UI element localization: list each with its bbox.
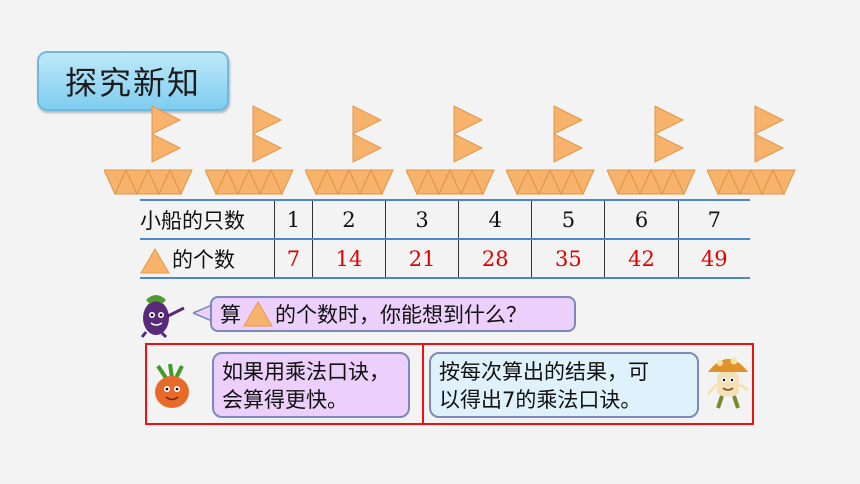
- triangle-piece: [671, 169, 696, 196]
- triangle-piece: [772, 169, 796, 196]
- triangle-piece: [151, 133, 182, 163]
- triangle-piece: [151, 105, 182, 135]
- question-suffix: 的个数时，你能想到什么？: [275, 303, 527, 327]
- triangle-piece: [571, 169, 595, 196]
- boat-icon: [506, 105, 595, 196]
- boat-icon: [204, 105, 294, 196]
- table-cell-triangles: 28: [458, 239, 532, 279]
- triangle-piece: [453, 133, 483, 163]
- bubble-right-line1: 按每次算出的结果，可: [439, 360, 649, 384]
- row-label-triangles: 的个数: [140, 239, 275, 279]
- table-cell-boats: 7: [677, 199, 750, 240]
- triangle-piece: [269, 169, 294, 196]
- triangle-piece: [352, 105, 383, 135]
- table-cell-triangles: 14: [311, 239, 386, 279]
- vegetable-character-icon: [155, 363, 189, 408]
- speech-bubble-right: 按每次算出的结果，可 以得出7的乘法口诀。: [429, 352, 699, 418]
- triangle-piece: [252, 105, 282, 135]
- boat-icon: [707, 105, 796, 196]
- boat-icon: [405, 105, 495, 196]
- question-prefix: 算: [220, 303, 241, 327]
- table-cell-boats: 1: [274, 199, 313, 240]
- section-title: 探究新知: [37, 51, 229, 111]
- boat-row: [104, 104, 804, 200]
- eggplant-character-icon: [140, 295, 185, 338]
- table-cell-boats: 5: [531, 199, 605, 240]
- frame-divider: [422, 343, 424, 425]
- triangle-piece: [654, 133, 684, 163]
- triangle-piece: [754, 133, 785, 163]
- table-cell-boats: 2: [311, 199, 386, 240]
- mushroom-character-icon: [706, 357, 749, 409]
- bubble-left-line2: 会算得更快。: [222, 388, 348, 412]
- triangle-piece: [553, 133, 584, 163]
- table-cell-triangles: 7: [274, 239, 313, 279]
- triangle-piece: [169, 169, 193, 196]
- table-cell-boats: 4: [458, 199, 532, 240]
- triangle-icon: [243, 301, 273, 327]
- triangle-icon: [140, 247, 170, 273]
- triangle-piece: [754, 105, 785, 135]
- triangle-piece: [553, 105, 584, 135]
- triangle-piece: [453, 105, 483, 135]
- bubble-left-line1: 如果用乘法口诀，: [222, 360, 390, 384]
- boat-icon: [606, 105, 696, 196]
- table-cell-boats: 6: [604, 199, 679, 240]
- triangle-piece: [370, 169, 394, 196]
- boat-icon: [305, 105, 394, 196]
- triangle-piece: [252, 133, 282, 163]
- row-label-text: 的个数: [172, 247, 235, 272]
- question-bubble: 算 的个数时，你能想到什么？: [210, 296, 576, 332]
- table-cell-boats: 3: [385, 199, 459, 240]
- boat-icon: [104, 105, 193, 196]
- row-label-boats: 小船的只数: [140, 199, 275, 240]
- triangle-piece: [352, 133, 383, 163]
- bubble-right-line2: 以得出7的乘法口诀。: [439, 388, 642, 412]
- table-cell-triangles: 21: [385, 239, 459, 279]
- table-cell-triangles: 42: [604, 239, 679, 279]
- speech-bubble-left: 如果用乘法口诀， 会算得更快。: [212, 352, 410, 418]
- triangle-piece: [654, 105, 684, 135]
- table-cell-triangles: 49: [677, 239, 750, 279]
- triangle-piece: [470, 169, 495, 196]
- table-cell-triangles: 35: [531, 239, 605, 279]
